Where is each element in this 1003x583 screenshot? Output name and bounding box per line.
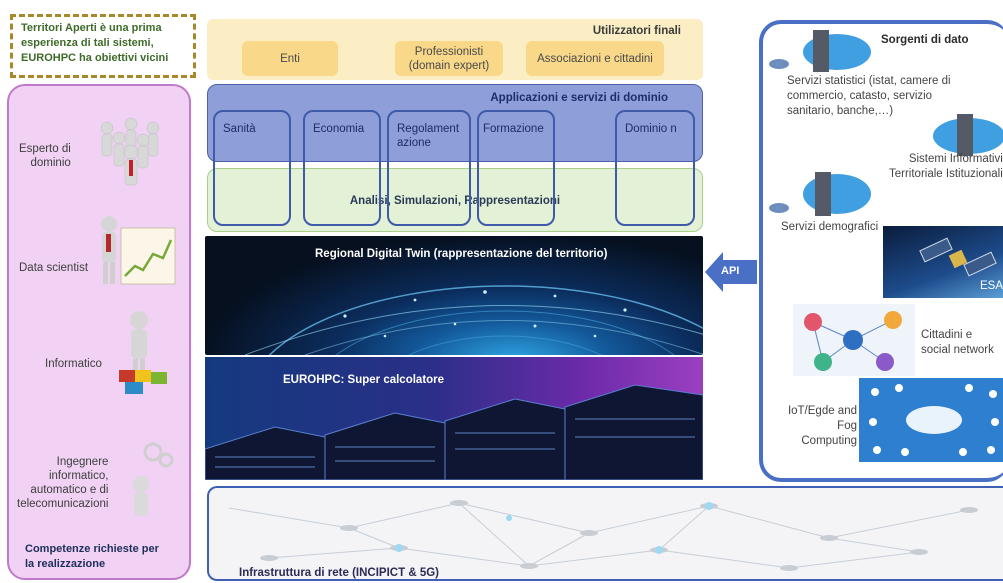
domain-economia: Economia — [303, 110, 381, 226]
satellite-icon — [919, 237, 997, 277]
competenze-panel: Esperto di dominio Data scientist Inform… — [7, 84, 191, 580]
globe-network-icon — [244, 285, 703, 355]
note-line: Territori Aperti è una prima — [21, 22, 162, 34]
note-line: esperienza di tali sistemi, — [21, 37, 154, 49]
api-arrow: API — [705, 252, 757, 292]
data-scientist-chart-icon — [101, 216, 176, 285]
server-racks-icon — [205, 384, 703, 480]
users-panel: Utilizzatori finali Enti Professionisti … — [207, 19, 703, 80]
server-cloud-icon — [769, 172, 871, 216]
role-informatico-label: Informatico — [45, 358, 102, 370]
user-enti: Enti — [242, 41, 338, 76]
hpc-panel: EUROHPC: Super calcolatore — [205, 357, 703, 480]
user-professionisti: Professionisti (domain expert) — [395, 41, 503, 76]
source-statistici: Servizi statistici (istat, camere di com… — [787, 75, 951, 117]
source-esa: ESA — [979, 280, 1003, 292]
puzzle-pieces-icon — [119, 311, 167, 394]
network-graph-icon — [228, 500, 978, 571]
role-esperto-label: Esperto di dominio — [19, 143, 71, 169]
hpc-title: EUROHPC: Super calcolatore — [283, 374, 445, 386]
data-sources-title: Sorgenti di dato — [881, 34, 969, 46]
source-iot: IoT/Egde and Fog Computing — [787, 405, 857, 447]
note-line: EUROHPC ha obiettivi vicini — [21, 52, 169, 64]
infrastructure-title: Infrastruttura di rete (INCIPICT & 5G) — [239, 567, 439, 579]
apps-title: Applicazioni e servizi di dominio — [490, 92, 668, 104]
digital-twin-panel: Regional Digital Twin (rappresentazione … — [205, 236, 703, 355]
source-territoriali: Sistemi Informativi Territoriale Istituz… — [889, 153, 1003, 180]
api-label: API — [721, 265, 740, 277]
social-network-icon — [793, 304, 915, 376]
domain-formazione: Formazione — [477, 110, 555, 226]
satellite-image: ESA — [883, 226, 1003, 298]
intro-note: Territori Aperti è una prima esperienza … — [10, 14, 196, 78]
digital-twin-title: Regional Digital Twin (rappresentazione … — [315, 248, 608, 260]
team-people-icon — [100, 117, 160, 186]
iot-cloud-icon — [859, 378, 1003, 462]
domain-sanita: Sanità — [213, 110, 291, 226]
role-data-scientist-label: Data scientist — [19, 262, 89, 274]
server-cloud-icon — [933, 114, 1003, 156]
gears-person-icon — [133, 442, 174, 516]
competenze-title: Competenze richieste per la realizzazion… — [25, 543, 159, 570]
data-sources-panel: Sorgenti di dato Servizi statistici (ist… — [759, 20, 1003, 482]
source-social: Cittadini e social network — [921, 329, 994, 356]
server-cloud-icon — [769, 30, 871, 72]
role-ingegnere-label: Ingegnere informatico, automatico e di t… — [17, 456, 109, 510]
analisi-title: Analisi, Simulazioni, Rappresentazioni — [349, 195, 561, 207]
infrastructure-panel: Infrastruttura di rete (INCIPICT & 5G) — [207, 486, 1003, 581]
users-title: Utilizzatori finali — [592, 25, 681, 37]
domain-dominio-n: Dominio n — [615, 110, 695, 226]
user-associazioni: Associazioni e cittadini — [526, 41, 664, 76]
left-arrow-icon — [705, 252, 757, 292]
source-demografici: Servizi demografici — [781, 221, 879, 233]
domain-regolamentazione: Regolament azione — [387, 110, 471, 226]
